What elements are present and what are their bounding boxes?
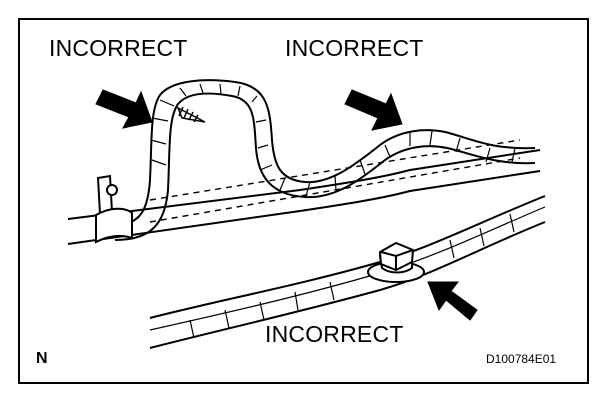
clamp [95,174,133,244]
incorrect-label-left: INCORRECT [49,35,188,61]
bolt [367,241,425,283]
figure-code: D100784E01 [486,352,557,366]
screw-on-wire [176,106,206,123]
lower-harness [149,195,546,349]
pointer-arrows [95,89,478,321]
corner-mark: N [36,350,48,367]
arrow-middle-loop [344,89,403,131]
arrow-left-loop [95,89,153,129]
incorrect-label-bottom: INCORRECT [265,321,404,347]
figure-border [18,18,589,384]
slack-wire-loop [114,79,536,241]
arrow-bolt [427,281,478,321]
incorrect-label-right: INCORRECT [285,35,424,61]
